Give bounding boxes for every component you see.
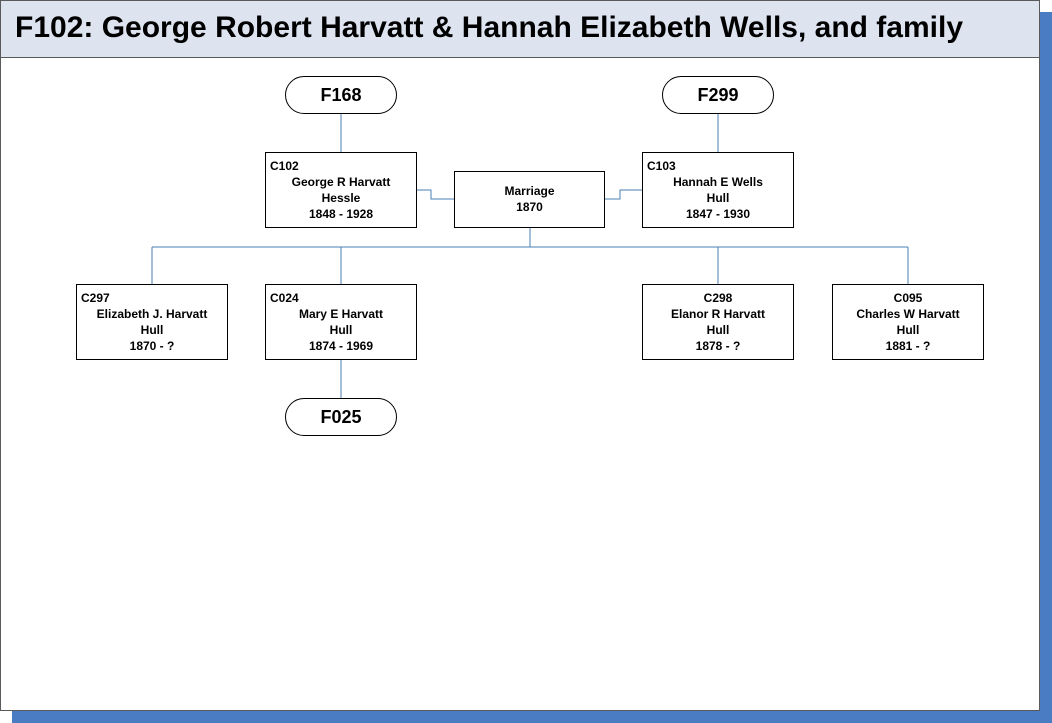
marriage-label: Marriage xyxy=(504,184,555,198)
marriage-box[interactable]: Marriage 1870 xyxy=(454,171,605,228)
person-dates: 1870 - ? xyxy=(129,339,175,353)
person-id: C297 xyxy=(81,291,110,305)
person-name: Elizabeth J. Harvatt xyxy=(96,307,208,321)
person-dates: 1881 - ? xyxy=(885,339,931,353)
person-id: C095 xyxy=(893,291,923,305)
person-box-child[interactable]: C298 Elanor R Harvatt Hull 1878 - ? xyxy=(642,284,794,360)
title-bar: F102: George Robert Harvatt & Hannah Eli… xyxy=(1,1,1039,58)
person-box-child[interactable]: C095 Charles W Harvatt Hull 1881 - ? xyxy=(832,284,984,360)
family-node-f299[interactable]: F299 xyxy=(662,76,774,114)
person-box-child[interactable]: C297 Elizabeth J. Harvatt Hull 1870 - ? xyxy=(76,284,228,360)
person-box-mother[interactable]: C103 Hannah E Wells Hull 1847 - 1930 xyxy=(642,152,794,228)
person-dates: 1874 - 1969 xyxy=(308,339,374,353)
person-id: C103 xyxy=(647,159,676,173)
person-place: Hull xyxy=(706,191,730,205)
page-title: F102: George Robert Harvatt & Hannah Eli… xyxy=(15,11,964,44)
connector-father-marriage xyxy=(416,189,454,200)
person-dates: 1848 - 1928 xyxy=(308,207,374,221)
family-node-f168[interactable]: F168 xyxy=(285,76,397,114)
marriage-year: 1870 xyxy=(516,200,543,214)
person-place: Hull xyxy=(329,323,353,337)
person-place: Hull xyxy=(896,323,920,337)
person-box-father[interactable]: C102 George R Harvatt Hessle 1848 - 1928 xyxy=(265,152,417,228)
family-node-f025[interactable]: F025 xyxy=(285,398,397,436)
connector-mother-marriage xyxy=(605,189,642,200)
person-name: Mary E Harvatt xyxy=(298,307,384,321)
person-dates: 1878 - ? xyxy=(695,339,741,353)
person-place: Hessle xyxy=(321,191,361,205)
person-place: Hull xyxy=(706,323,730,337)
person-id: C298 xyxy=(703,291,733,305)
person-dates: 1847 - 1930 xyxy=(685,207,751,221)
person-box-child[interactable]: C024 Mary E Harvatt Hull 1874 - 1969 xyxy=(265,284,417,360)
person-id: C024 xyxy=(270,291,299,305)
person-id: C102 xyxy=(270,159,299,173)
person-place: Hull xyxy=(140,323,164,337)
person-name: Elanor R Harvatt xyxy=(670,307,766,321)
person-name: Hannah E Wells xyxy=(673,175,763,189)
person-name: Charles W Harvatt xyxy=(856,307,960,321)
person-name: George R Harvatt xyxy=(291,175,391,189)
